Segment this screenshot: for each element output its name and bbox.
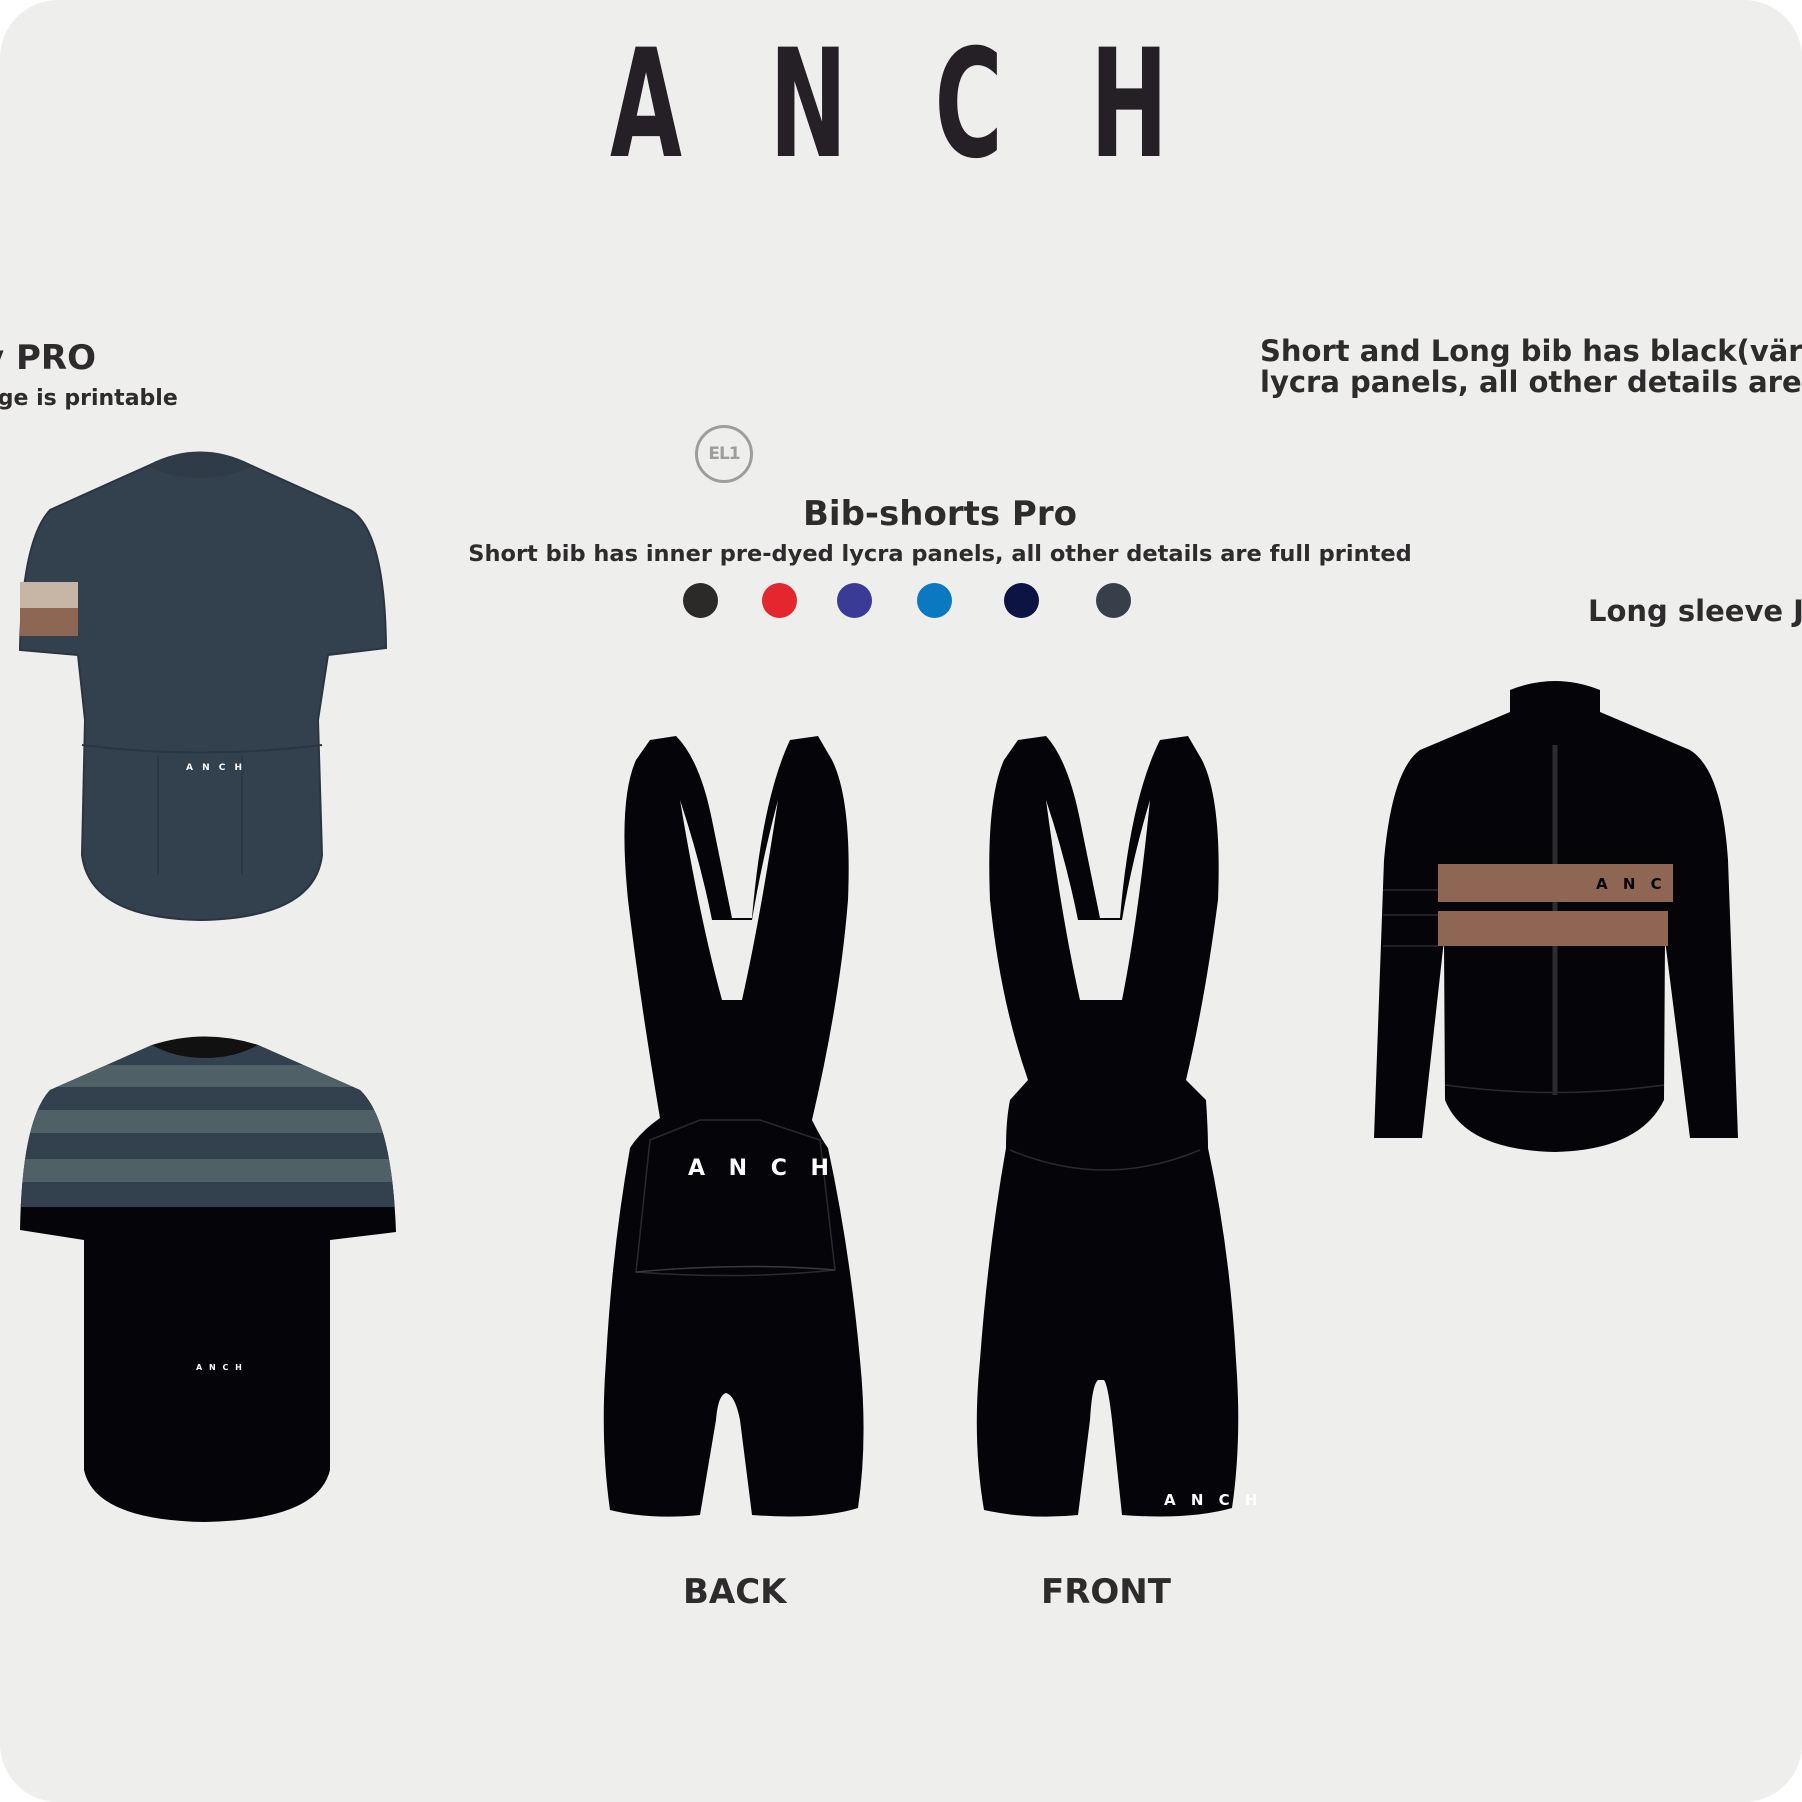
jersey-pro-subtitle: dge is printable — [0, 386, 178, 411]
color-swatch-blue[interactable] — [917, 583, 952, 618]
color-swatch-red[interactable] — [762, 583, 797, 618]
brand-letter-h: H — [1090, 18, 1168, 192]
bib-panel-note-line-2: lycra panels, all other details are — [1260, 365, 1802, 399]
brand-logo: A N C H — [610, 30, 1168, 180]
jacket-logo: A N C H — [1596, 875, 1694, 893]
bib-front-logo: A N C H — [1164, 1491, 1262, 1509]
front-view-label: FRONT — [1041, 1572, 1171, 1612]
jersey-pro-title: y PRO — [0, 338, 97, 378]
bib-panel-note-line-1: Short and Long bib has black(vär — [1260, 334, 1802, 368]
brand-letter-c: C — [934, 18, 1003, 192]
bib-back-logo: A N C H — [688, 1156, 837, 1181]
color-swatch-slate[interactable] — [1096, 583, 1131, 618]
bib-shorts-subtitle: Short bib has inner pre-dyed lycra panel… — [468, 541, 1412, 567]
color-swatch-indigo[interactable] — [837, 583, 872, 618]
jersey-striped-logo: A N C H — [196, 1363, 244, 1372]
el1-badge: EL1 — [695, 425, 753, 483]
color-swatch-black[interactable] — [683, 583, 718, 618]
back-view-label: BACK — [683, 1572, 787, 1612]
jersey-slate-logo: A N C H — [186, 763, 245, 773]
long-sleeve-title: Long sleeve J — [1588, 594, 1802, 628]
bib-panel-note: Short and Long bib has black(vär lycra p… — [1260, 336, 1802, 398]
bib-shorts-title: Bib-shorts Pro — [803, 494, 1077, 534]
color-swatch-navy[interactable] — [1004, 583, 1039, 618]
brand-letter-a: A — [610, 18, 682, 192]
brand-letter-n: N — [769, 18, 848, 192]
